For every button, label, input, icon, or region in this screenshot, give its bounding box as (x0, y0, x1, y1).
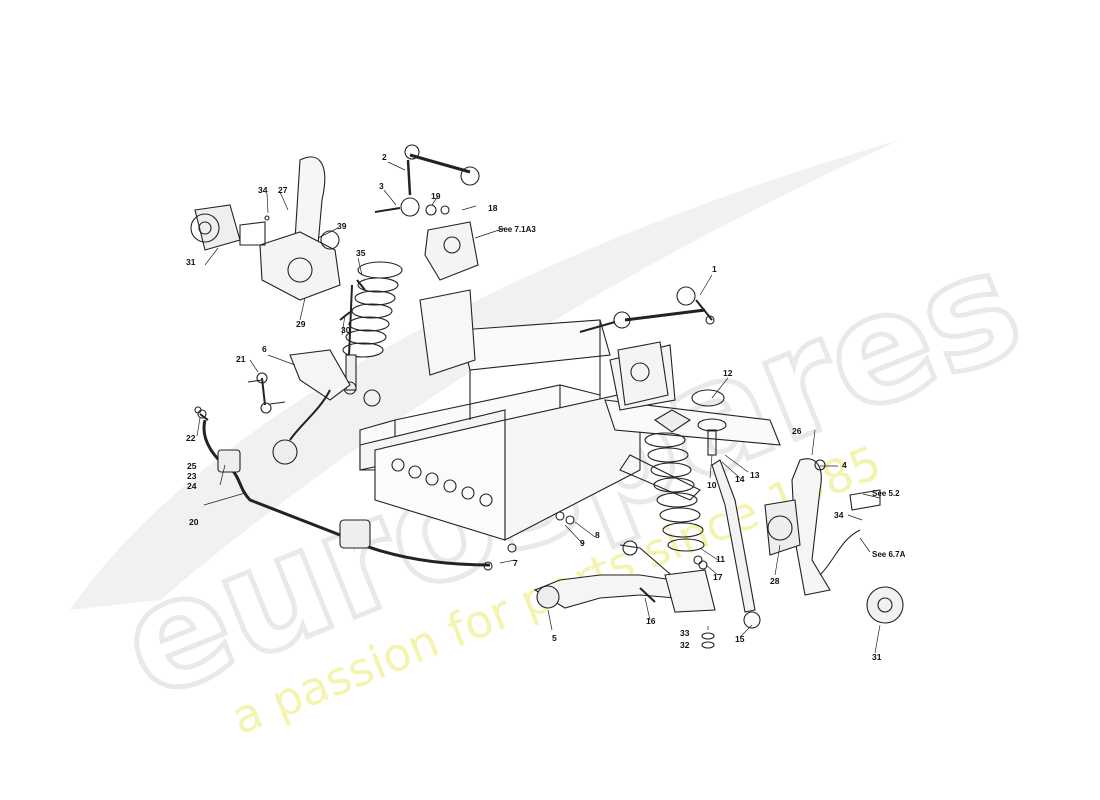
callout-1: 1 (712, 264, 717, 274)
callout-26: 26 (792, 426, 802, 436)
lower-arm-right (533, 540, 716, 613)
see-5-2-reference: See 5.2 (872, 489, 900, 498)
callout-24: 24 (187, 481, 197, 491)
line-art (190, 144, 904, 654)
callout-13: 13 (750, 470, 760, 480)
left-hub-carrier (190, 156, 341, 301)
callout-32: 32 (680, 640, 690, 650)
callout-16: 16 (646, 616, 656, 626)
lower-arm-left (272, 349, 381, 465)
callout-8: 8 (595, 530, 600, 540)
callout-35: 35 (356, 248, 366, 258)
callout-18: 18 (488, 203, 498, 213)
upper-link-left (374, 144, 480, 217)
leader-lines (196, 161, 881, 654)
callout-31-left: 31 (186, 257, 196, 267)
callout-22: 22 (186, 433, 196, 443)
callout-10: 10 (707, 480, 717, 490)
drop-link-left (247, 372, 286, 414)
callout-7: 7 (513, 558, 518, 568)
callout-2: 2 (382, 152, 387, 162)
callout-5: 5 (552, 633, 557, 643)
callout-25: 25 (187, 461, 197, 471)
right-upper-mount (617, 341, 669, 406)
callout-34-right: 34 (834, 510, 844, 520)
anti-roll-bar (197, 409, 493, 571)
callout-14: 14 (735, 474, 745, 484)
subframe (359, 289, 781, 541)
right-coil-spring (644, 409, 705, 552)
callout-27: 27 (278, 185, 288, 195)
watermark-swoosh (70, 140, 900, 610)
upper-link-right (579, 286, 715, 333)
callout-28: 28 (770, 576, 780, 586)
callout-30: 30 (341, 325, 351, 335)
callouts: 1 2 3 4 5 6 7 8 9 10 11 12 13 14 15 16 1… (186, 152, 906, 662)
callout-4: 4 (842, 460, 847, 470)
callout-9: 9 (580, 538, 585, 548)
callout-20: 20 (189, 517, 199, 527)
left-coil-spring (342, 261, 403, 395)
callout-29: 29 (296, 319, 306, 329)
callout-39: 39 (337, 221, 347, 231)
callout-31-right: 31 (872, 652, 882, 662)
callout-11: 11 (716, 554, 725, 564)
callout-3: 3 (379, 181, 384, 191)
callout-33: 33 (680, 628, 690, 638)
see-7-1a3-reference: See 7.1A3 (498, 225, 536, 234)
left-upper-mount (424, 221, 479, 281)
callout-23: 23 (187, 471, 197, 481)
callout-6: 6 (262, 344, 267, 354)
right-damper (691, 389, 761, 629)
callout-21: 21 (236, 354, 246, 364)
callout-17: 17 (713, 572, 723, 582)
see-6-7a-reference: See 6.7A (872, 550, 906, 559)
fasteners (194, 204, 715, 649)
callout-12: 12 (723, 368, 733, 378)
callout-15: 15 (735, 634, 745, 644)
right-hub-carrier (764, 458, 904, 624)
callout-19: 19 (431, 191, 441, 201)
callout-34-left: 34 (258, 185, 268, 195)
